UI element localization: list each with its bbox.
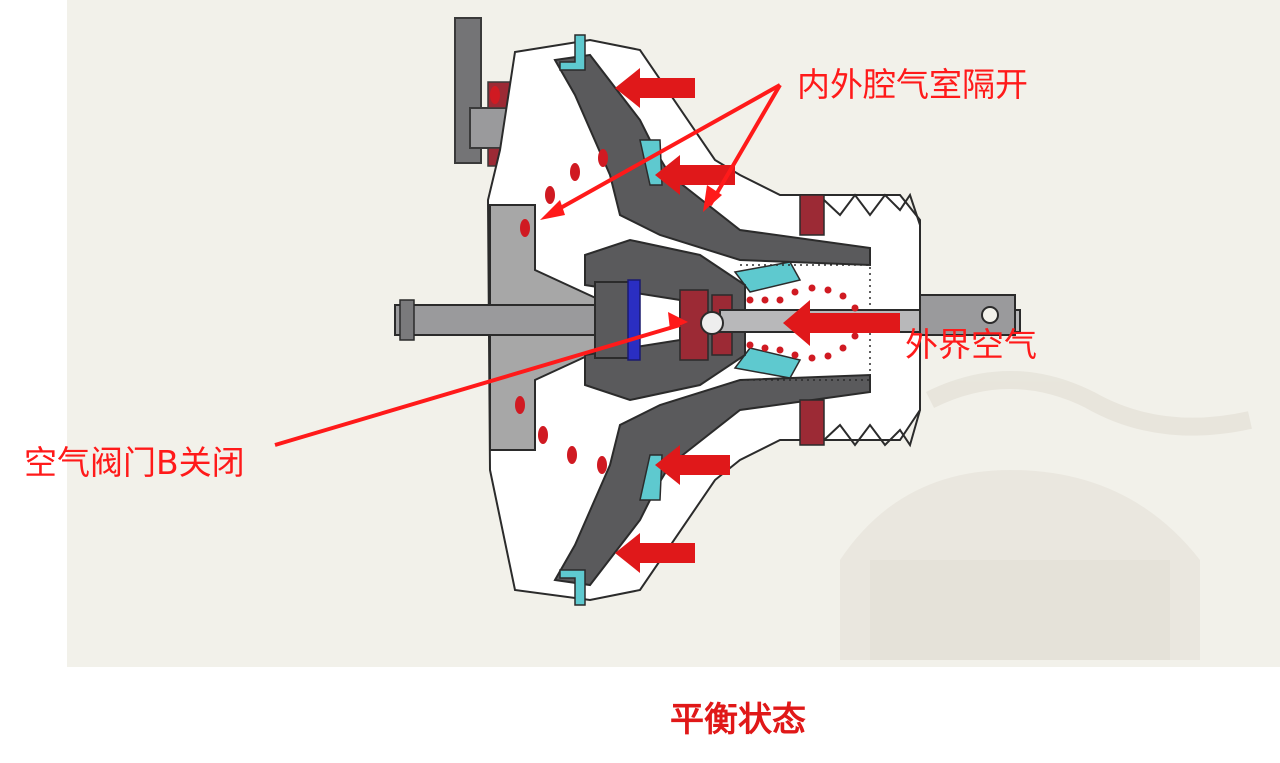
diagram-caption: 平衡状态 [670,700,806,740]
lower-diaphragm [553,373,871,587]
bellows-boot [823,192,921,448]
label-outside-air: 外界空气 [905,325,1037,364]
label-chambers-separated: 内外腔气室隔开 [797,65,1028,104]
pressure-arrows [615,68,900,573]
air-particles [490,86,859,474]
brake-booster-diagram [274,17,1252,660]
callout-leaders [274,83,782,447]
upper-diaphragm [553,53,871,267]
output-push-rod [394,279,641,361]
diagram-panel [67,0,1280,667]
background-watermark [840,371,1252,660]
label-air-valve-b-closed: 空气阀门B关闭 [24,443,245,482]
